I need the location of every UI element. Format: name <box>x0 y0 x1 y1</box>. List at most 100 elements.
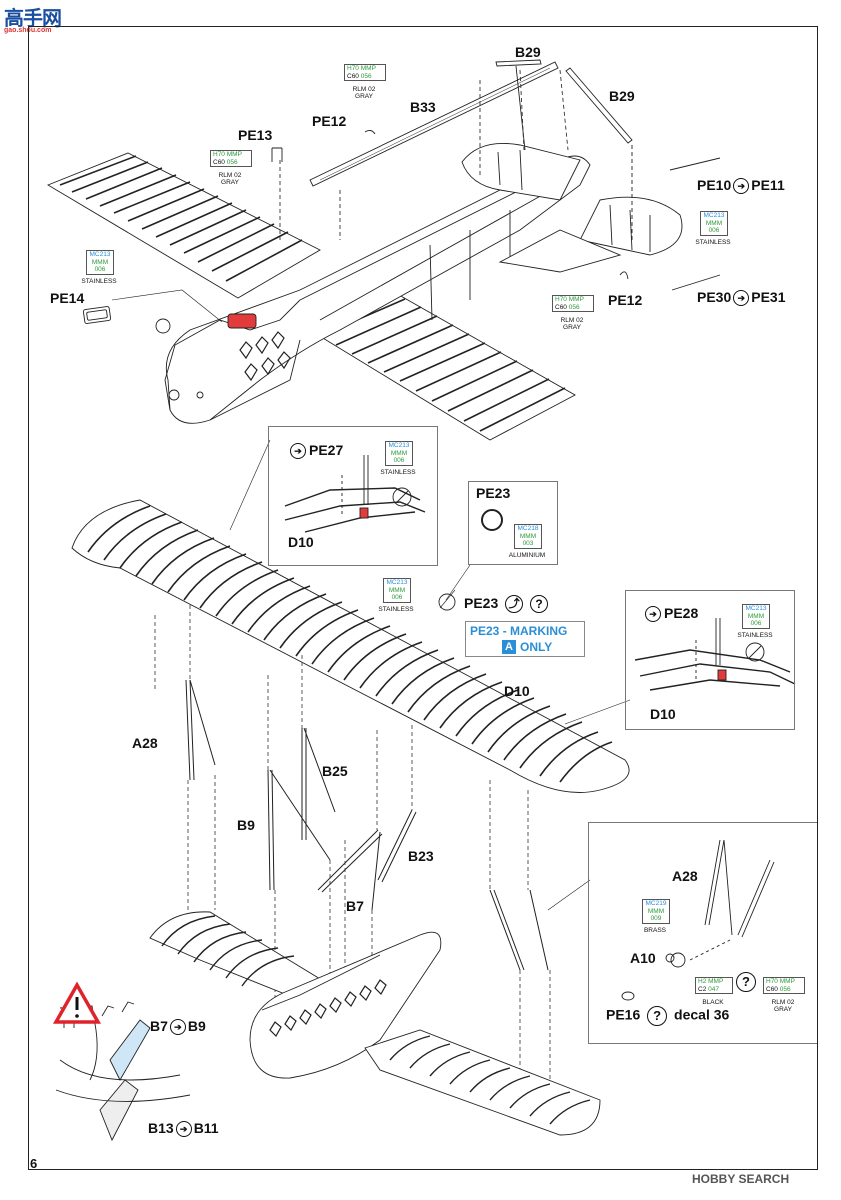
strut-b33 <box>309 61 559 187</box>
arrow-icon: ➔ <box>169 1019 186 1036</box>
pe28-detail-art <box>564 618 796 725</box>
lower-wing-bottom-left <box>149 911 331 1001</box>
paint-box-gray-1: H70 MMP C60 056 <box>344 64 386 81</box>
label-b9: B9 <box>237 817 255 833</box>
paint-aluminium-name: ALUMINIUM <box>508 552 546 559</box>
label-pe30-pe31: PE30➔PE31 <box>697 289 786 307</box>
watermark-title: 高手网 <box>4 8 62 30</box>
label-pe23-mid-text: PE23 <box>464 595 499 611</box>
part-pe12-top <box>364 129 376 135</box>
arrow-icon: ➔ <box>290 443 306 460</box>
watermark-logo: 高手网 gao.shou.com <box>4 2 74 34</box>
label-d10-b: D10 <box>504 683 530 699</box>
paint-black-name: BLACK <box>702 999 724 1006</box>
label-b7-b9: B7➔B9 <box>150 1018 206 1036</box>
part-pe14 <box>82 306 112 324</box>
page-number: 6 <box>30 1156 38 1171</box>
strut-b29-b <box>565 67 633 242</box>
label-pe31: PE31 <box>751 289 786 305</box>
question-icon: ? <box>530 595 549 614</box>
arrow-icon: ➔ <box>175 1121 192 1138</box>
upper-wing <box>71 499 630 793</box>
arrow-icon: ➔ <box>733 178 750 195</box>
label-pe12-top: PE12 <box>312 113 347 129</box>
label-pe10-pe11: PE10➔PE11 <box>697 177 785 195</box>
bend-icon: ⤴ <box>505 595 524 614</box>
label-b11: B11 <box>193 1120 219 1136</box>
label-pe27-text: PE27 <box>309 442 344 458</box>
marking-only: ONLY <box>520 640 553 654</box>
label-b7: B7 <box>346 898 364 914</box>
question-icon: ? <box>736 972 756 992</box>
watermark-hobby-search: HOBBY SEARCH <box>692 1172 790 1186</box>
label-a10: A10 <box>630 950 656 966</box>
label-pe13: PE13 <box>238 127 273 143</box>
watermark-url: gao.shou.com <box>4 27 52 34</box>
label-pe28: ➔PE28 <box>645 605 699 623</box>
question-icon: ? <box>647 1006 668 1026</box>
label-b25: B25 <box>322 763 348 779</box>
label-a28-right: A28 <box>672 868 698 884</box>
paint-box-gray-3: H70 MMP C60 056 <box>552 295 594 312</box>
arrow-icon: ➔ <box>645 606 661 623</box>
pe27-detail-art <box>229 439 426 533</box>
label-pe23-mid: PE23 ⤴ ? <box>464 595 549 614</box>
paint-stainless-4-name: STAINLESS <box>378 606 414 613</box>
paint-box-gray-4: H70 MMP C60 056 <box>763 977 805 994</box>
label-a28-left: A28 <box>132 735 158 751</box>
label-b9-to: B9 <box>187 1018 206 1034</box>
pe23-detail-panel <box>468 481 558 565</box>
label-pe11: PE11 <box>751 177 785 193</box>
part-pe13 <box>271 147 283 162</box>
paint-stainless-5-name: STAINLESS <box>737 632 773 639</box>
paint-stainless-3-name: STAINLESS <box>380 469 416 476</box>
fuselage-top <box>164 155 591 424</box>
label-d10-c: D10 <box>650 706 676 722</box>
label-pe27: ➔PE27 <box>290 442 344 460</box>
pe27-detail-panel <box>268 426 438 566</box>
label-b29-top: B29 <box>515 44 541 60</box>
marking-note-title: PE23 - MARKING <box>470 624 568 638</box>
part-pe12-right <box>619 271 629 280</box>
fuselage-bottom <box>249 931 442 1079</box>
lower-wing-bottom-right <box>364 1029 601 1136</box>
paint-stainless-2-name: STAINLESS <box>695 239 731 246</box>
paint-box-gray-2: H70 MMP C60 056 <box>210 150 252 167</box>
a28-detail-art <box>547 839 775 1001</box>
marking-note: PE23 - MARKING A ONLY <box>465 621 585 657</box>
label-pe14: PE14 <box>50 290 85 306</box>
label-pe30: PE30 <box>697 289 732 305</box>
part-pe23-ring <box>481 509 503 531</box>
label-b13-b11: B13➔B11 <box>148 1120 219 1138</box>
label-pe16-decal: PE16 ? decal 36 <box>606 1006 729 1026</box>
struts <box>185 679 549 971</box>
label-pe28-text: PE28 <box>664 605 699 621</box>
label-a10-question: ? <box>736 972 756 992</box>
label-pe23-box: PE23 <box>476 485 511 501</box>
label-b23: B23 <box>408 848 434 864</box>
part-pe23-tool <box>438 593 456 611</box>
paint-brass-name: BRASS <box>643 927 667 934</box>
label-b13: B13 <box>148 1120 174 1136</box>
pe28-detail-panel <box>625 590 795 730</box>
label-decal: decal 36 <box>674 1006 730 1023</box>
label-b29-right: B29 <box>609 88 635 104</box>
label-pe16: PE16 <box>606 1006 641 1023</box>
paint-stainless-1-name: STAINLESS <box>81 278 117 285</box>
label-d10-a: D10 <box>288 534 314 550</box>
label-b7-from: B7 <box>150 1018 168 1034</box>
label-pe10: PE10 <box>697 177 732 193</box>
marking-badge: A <box>502 640 516 654</box>
part-pe14-tool <box>155 318 171 334</box>
